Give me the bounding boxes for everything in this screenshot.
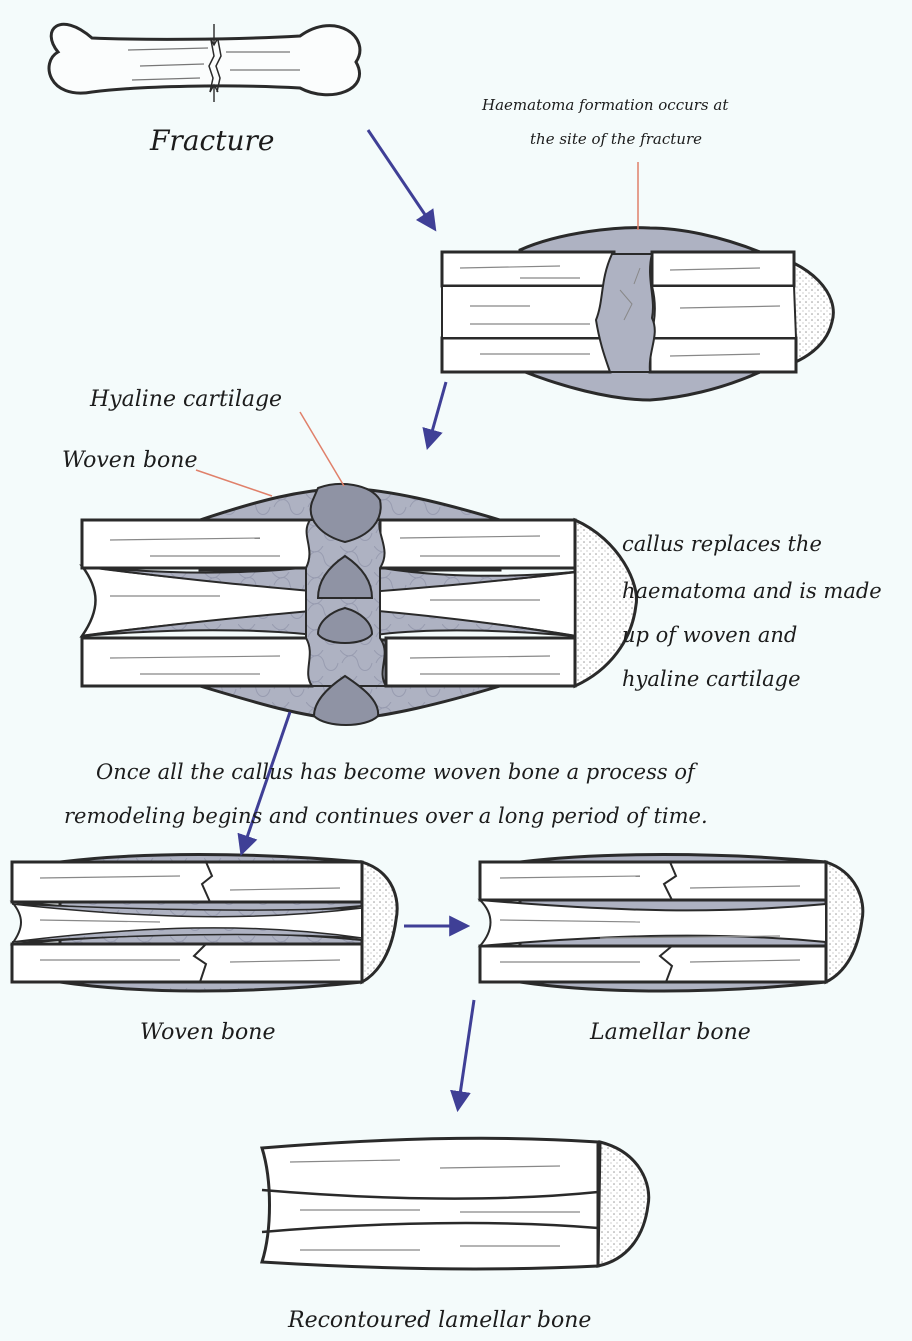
arrow-lamellar-to-recontoured — [458, 1000, 474, 1108]
woven-bone-bottom-label: Woven bone — [140, 1019, 276, 1047]
callus-label-line3: up of woven and — [622, 619, 797, 652]
arrow-fracture-to-haematoma — [368, 130, 434, 228]
haematoma-label-line2: the site of the fracture — [530, 128, 702, 150]
lamellar-bone-stage-diagram — [480, 855, 863, 992]
callus-stage-diagram — [82, 484, 636, 725]
arrow-haematoma-to-callus — [428, 382, 446, 446]
haematoma-stage-diagram — [442, 228, 833, 400]
fracture-label: Fracture — [150, 124, 274, 158]
hyaline-cartilage-label: Hyaline cartilage — [90, 386, 282, 414]
woven-bone-top-label: Woven bone — [62, 447, 198, 475]
woven-pointer — [196, 470, 272, 496]
fractured-bone-icon — [49, 24, 360, 102]
woven-bone-stage-diagram — [12, 855, 397, 992]
lamellar-bone-label: Lamellar bone — [590, 1019, 751, 1047]
remodel-label-line2: remodeling begins and continues over a l… — [64, 800, 708, 833]
remodel-label-line1: Once all the callus has become woven bon… — [96, 756, 695, 789]
callus-label-line4: hyaline cartilage — [622, 663, 801, 696]
callus-label-line2: haematoma and is made — [622, 575, 882, 608]
recontoured-lamellar-bone-label: Recontoured lamellar bone — [288, 1307, 591, 1335]
recontoured-bone-stage-diagram — [262, 1138, 649, 1269]
hyaline-pointer — [300, 412, 344, 486]
haematoma-label-line1: Haematoma formation occurs at — [482, 94, 728, 116]
callus-label-line1: callus replaces the — [622, 528, 822, 561]
